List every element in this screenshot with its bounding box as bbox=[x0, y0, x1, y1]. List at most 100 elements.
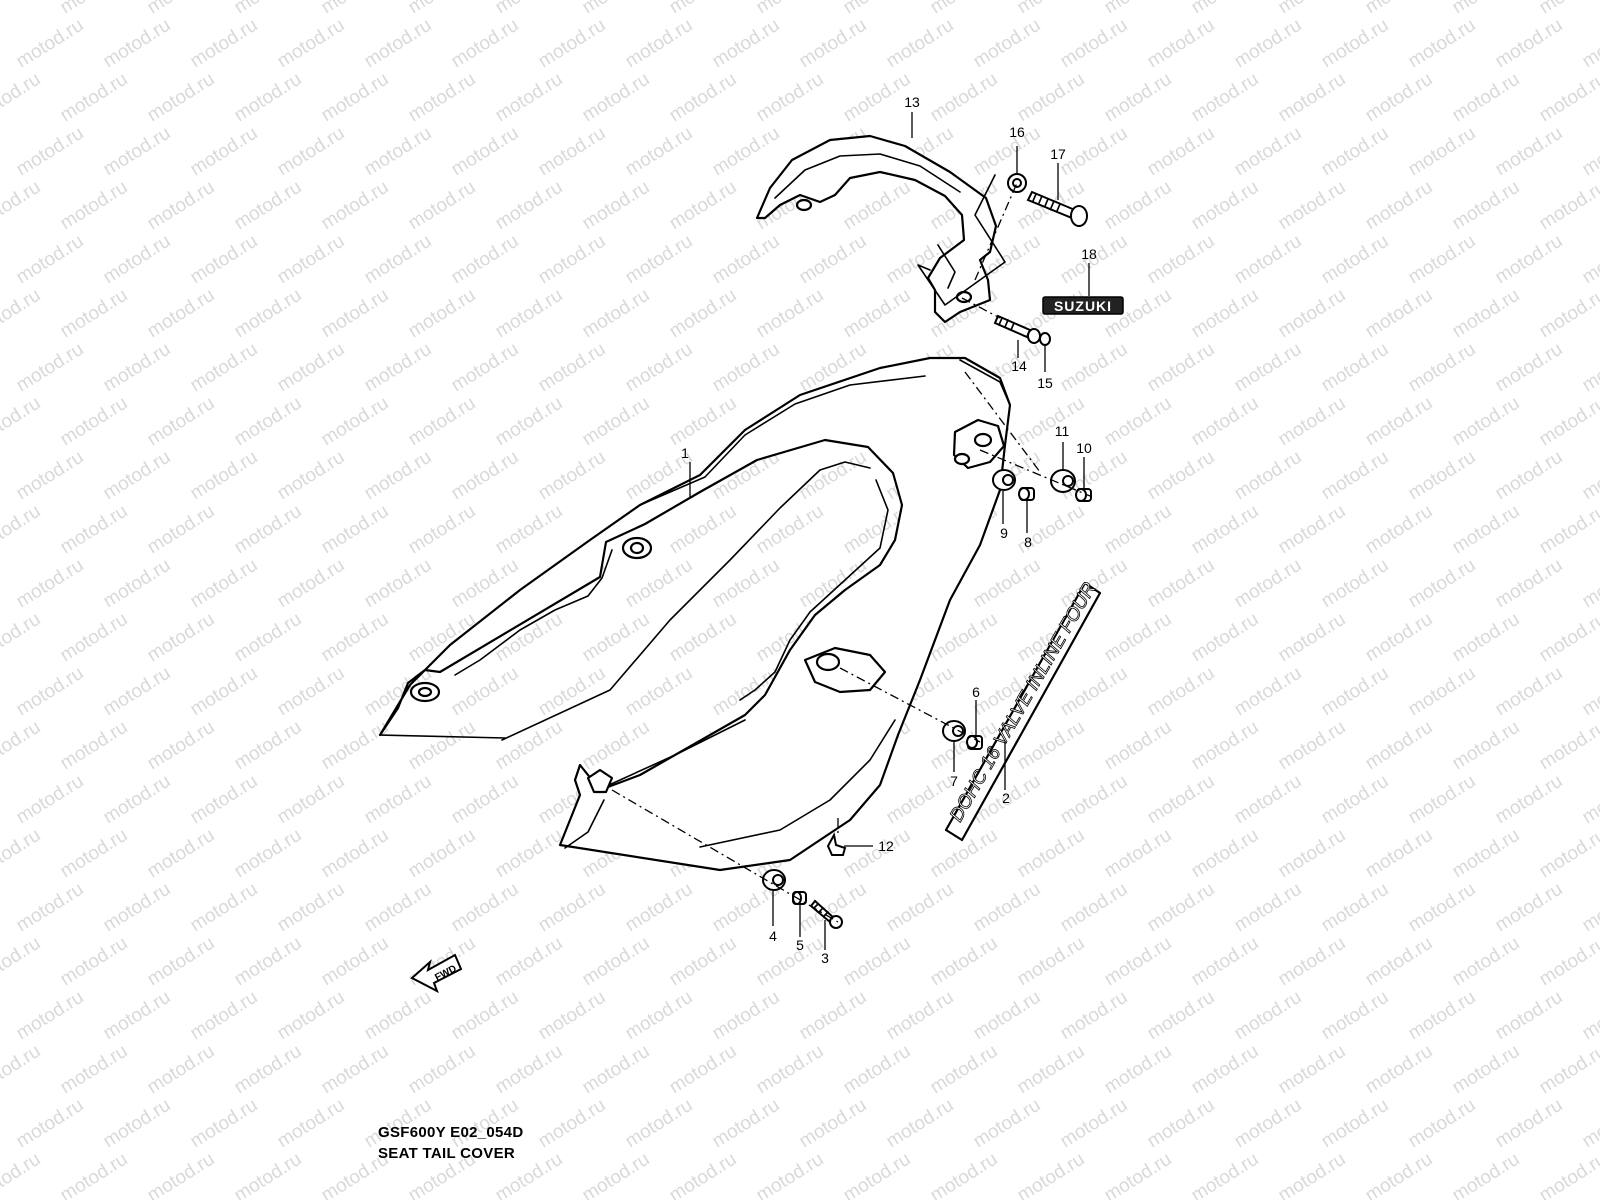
watermark-text: motod.ru bbox=[231, 393, 306, 451]
watermark-text: motod.ru bbox=[492, 393, 567, 451]
watermark-text: motod.ru bbox=[0, 501, 44, 559]
watermark-text: motod.ru bbox=[0, 69, 44, 127]
watermark-text: motod.ru bbox=[1275, 609, 1350, 667]
watermark-text: motod.ru bbox=[187, 447, 262, 505]
watermark-text: motod.ru bbox=[1492, 987, 1567, 1045]
watermark-text: motod.ru bbox=[1536, 933, 1600, 991]
watermark-text: motod.ru bbox=[1492, 15, 1567, 73]
clip-12 bbox=[826, 818, 847, 856]
watermark-text: motod.ru bbox=[1057, 663, 1132, 721]
watermark-text: motod.ru bbox=[1144, 879, 1219, 937]
watermark-text: motod.ru bbox=[448, 663, 523, 721]
watermark-text: motod.ru bbox=[57, 501, 132, 559]
watermark-text: motod.ru bbox=[1536, 717, 1600, 775]
watermark-text: motod.ru bbox=[1362, 933, 1437, 991]
watermark-text: motod.ru bbox=[1405, 879, 1480, 937]
watermark-text: motod.ru bbox=[579, 717, 654, 775]
watermark-text: motod.ru bbox=[448, 339, 523, 397]
watermark-text: motod.ru bbox=[318, 0, 393, 18]
leader-lines bbox=[689, 112, 1090, 950]
watermark-text: motod.ru bbox=[0, 1041, 44, 1099]
watermark-text: motod.ru bbox=[1318, 879, 1393, 937]
watermark-text: motod.ru bbox=[13, 771, 88, 829]
watermark-text: motod.ru bbox=[1231, 231, 1306, 289]
watermark-text: motod.ru bbox=[840, 0, 915, 18]
watermark-text: motod.ru bbox=[144, 825, 219, 883]
watermark-text: motod.ru bbox=[57, 825, 132, 883]
watermark-text: motod.ru bbox=[535, 339, 610, 397]
watermark-text: motod.ru bbox=[492, 501, 567, 559]
watermark-text: motod.ru bbox=[274, 339, 349, 397]
callout-18: 18 bbox=[1081, 246, 1097, 262]
callout-12: 12 bbox=[878, 838, 894, 854]
watermark-text: motod.ru bbox=[970, 15, 1045, 73]
watermark-text: motod.ru bbox=[579, 609, 654, 667]
watermark-text: motod.ru bbox=[492, 285, 567, 343]
watermark-text: motod.ru bbox=[1449, 825, 1524, 883]
watermark-text: motod.ru bbox=[1188, 717, 1263, 775]
watermark-text: motod.ru bbox=[1318, 15, 1393, 73]
watermark-text: motod.ru bbox=[144, 0, 219, 18]
grab-rail bbox=[755, 134, 1006, 324]
watermark-text: motod.ru bbox=[1405, 555, 1480, 613]
watermark-text: motod.ru bbox=[927, 69, 1002, 127]
callout-9: 9 bbox=[1000, 525, 1008, 541]
watermark-text: motod.ru bbox=[796, 231, 871, 289]
washer-16 bbox=[1007, 173, 1027, 193]
watermark-text: motod.ru bbox=[1449, 177, 1524, 235]
watermark-text: motod.ru bbox=[1057, 987, 1132, 1045]
watermark-text: motod.ru bbox=[1318, 447, 1393, 505]
watermark-text: motod.ru bbox=[361, 15, 436, 73]
watermark-text: motod.ru bbox=[1231, 879, 1306, 937]
watermark-text: motod.ru bbox=[1449, 717, 1524, 775]
watermark-text: motod.ru bbox=[57, 717, 132, 775]
watermark-text: motod.ru bbox=[1405, 231, 1480, 289]
watermark-text: motod.ru bbox=[1014, 0, 1089, 18]
watermark-text: motod.ru bbox=[1275, 717, 1350, 775]
watermark-text: motod.ru bbox=[579, 1149, 654, 1200]
watermark-text: motod.ru bbox=[1144, 987, 1219, 1045]
watermark-text: motod.ru bbox=[13, 123, 88, 181]
watermark-text: motod.ru bbox=[622, 15, 697, 73]
watermark-text: motod.ru bbox=[492, 69, 567, 127]
watermark-text: motod.ru bbox=[1275, 177, 1350, 235]
watermark-text: motod.ru bbox=[492, 717, 567, 775]
watermark-text: motod.ru bbox=[1579, 15, 1600, 73]
watermark-text: motod.ru bbox=[1275, 501, 1350, 559]
watermark-text: motod.ru bbox=[13, 987, 88, 1045]
watermark-text: motod.ru bbox=[361, 771, 436, 829]
watermark-text: motod.ru bbox=[361, 447, 436, 505]
watermark-text: motod.ru bbox=[622, 339, 697, 397]
watermark-text: motod.ru bbox=[1101, 933, 1176, 991]
watermark-text: motod.ru bbox=[1362, 1041, 1437, 1099]
watermark-text: motod.ru bbox=[1188, 609, 1263, 667]
watermark-text: motod.ru bbox=[1492, 447, 1567, 505]
watermark-text: motod.ru bbox=[57, 1149, 132, 1200]
watermark-text: motod.ru bbox=[100, 339, 175, 397]
watermark-text: motod.ru bbox=[666, 609, 741, 667]
callout-13: 13 bbox=[904, 94, 920, 110]
watermark-text: motod.ru bbox=[100, 447, 175, 505]
watermark-text: motod.ru bbox=[405, 825, 480, 883]
watermark-text: motod.ru bbox=[709, 231, 784, 289]
watermark-text: motod.ru bbox=[970, 123, 1045, 181]
watermark-text: motod.ru bbox=[1536, 609, 1600, 667]
watermark-text: motod.ru bbox=[1318, 123, 1393, 181]
callout-2: 2 bbox=[1002, 790, 1010, 806]
watermark-text: motod.ru bbox=[318, 933, 393, 991]
watermark-text: motod.ru bbox=[927, 1149, 1002, 1200]
watermark-text: motod.ru bbox=[1449, 609, 1524, 667]
watermark-text: motod.ru bbox=[1579, 663, 1600, 721]
watermark-text: motod.ru bbox=[13, 555, 88, 613]
watermark-text: motod.ru bbox=[579, 285, 654, 343]
watermark-text: motod.ru bbox=[13, 879, 88, 937]
watermark-text: motod.ru bbox=[0, 0, 44, 18]
watermark-text: motod.ru bbox=[1144, 555, 1219, 613]
watermark-text: motod.ru bbox=[1405, 987, 1480, 1045]
diagram-title: SEAT TAIL COVER bbox=[378, 1145, 516, 1162]
watermark-text: motod.ru bbox=[1449, 501, 1524, 559]
watermark-text: motod.ru bbox=[1057, 879, 1132, 937]
watermark-text: motod.ru bbox=[840, 1149, 915, 1200]
watermark-text: motod.ru bbox=[405, 393, 480, 451]
watermark-text: motod.ru bbox=[1449, 1041, 1524, 1099]
